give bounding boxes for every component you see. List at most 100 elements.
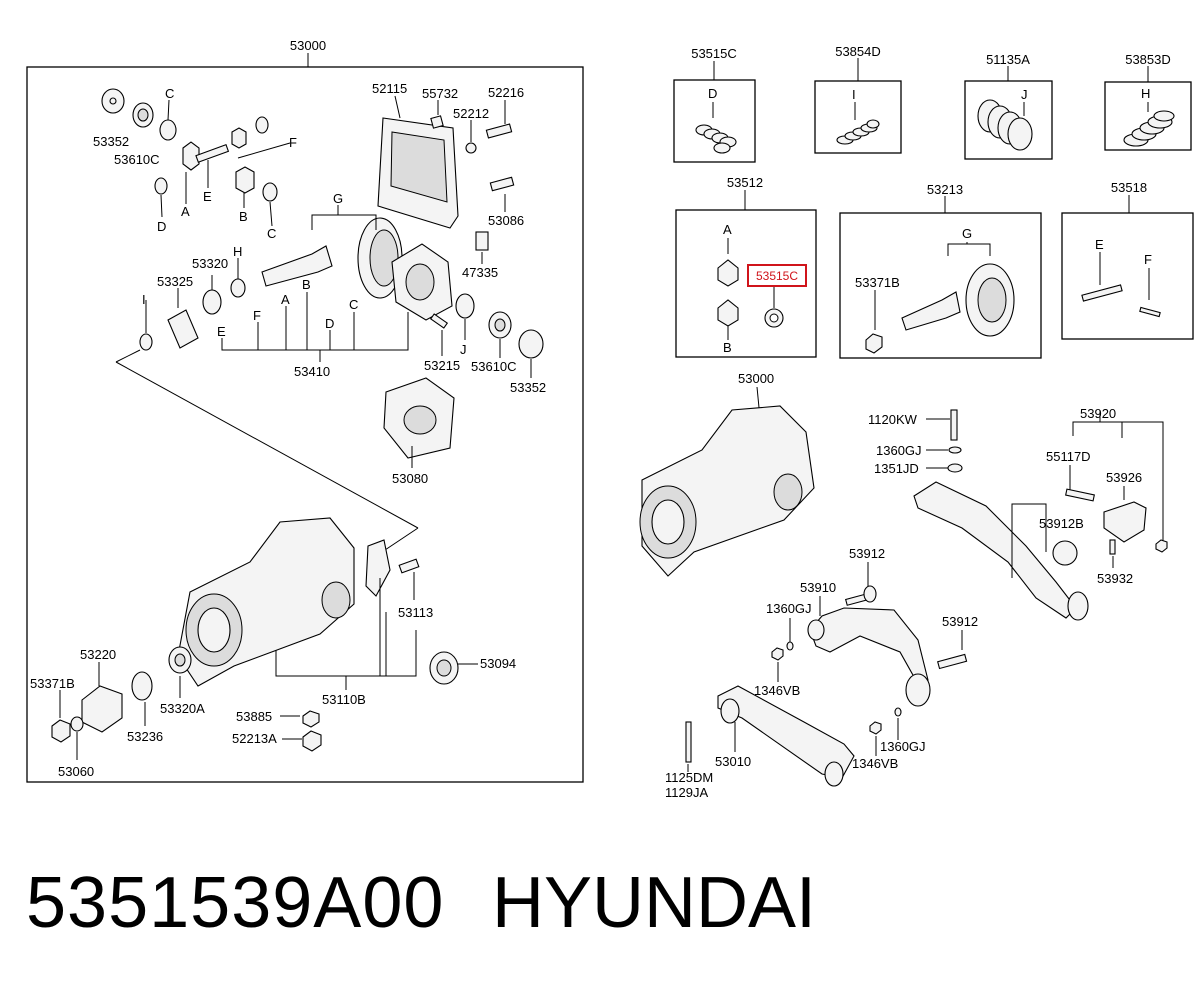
kit-title-53213[interactable]: 53213 [927, 182, 963, 197]
bushing-end[interactable] [1067, 591, 1089, 621]
washer-1360GJ-a[interactable] [948, 446, 962, 454]
label-53912B[interactable]: 53912B [1039, 516, 1084, 531]
washer-1351JD[interactable] [947, 463, 963, 473]
washer-1360GJ-c[interactable] [894, 707, 902, 717]
label-53010[interactable]: 53010 [715, 754, 751, 769]
gear-b-top[interactable] [231, 127, 247, 149]
washer-h[interactable] [230, 278, 246, 298]
bushing-arm[interactable] [905, 673, 931, 707]
label-rl-53000[interactable]: 53000 [738, 371, 774, 386]
washer-1360GJ-b[interactable] [786, 641, 794, 651]
label-52212[interactable]: 52212 [453, 106, 489, 121]
label-53320[interactable]: 53320 [192, 256, 228, 271]
gear-b[interactable] [235, 166, 255, 194]
bolt-1125DM[interactable] [685, 721, 692, 763]
label-53110B[interactable]: 53110B [322, 692, 366, 707]
label-53912-b[interactable]: 53912 [942, 614, 978, 629]
nut-1346VB-b[interactable] [869, 721, 882, 735]
label-53920[interactable]: 53920 [1080, 406, 1116, 421]
label-55117D[interactable]: 55117D [1046, 449, 1091, 464]
label-53610C-b[interactable]: 53610C [471, 359, 517, 374]
washer-53060[interactable] [70, 716, 84, 732]
pin-f-kit[interactable] [1139, 306, 1161, 318]
pinion-kit[interactable] [901, 291, 961, 331]
label-47335[interactable]: 47335 [462, 265, 498, 280]
label-53885[interactable]: 53885 [236, 709, 272, 724]
bearing-53320[interactable] [202, 289, 222, 315]
label-53086[interactable]: 53086 [488, 213, 524, 228]
label-1120KW[interactable]: 1120KW [868, 412, 918, 427]
label-53371B[interactable]: 53371B [30, 676, 75, 691]
side-gear-a[interactable] [717, 259, 739, 287]
kit-title-53518[interactable]: 53518 [1111, 180, 1147, 195]
vent-47335[interactable] [475, 231, 489, 251]
flange-53220[interactable] [81, 685, 123, 733]
washer-c-a[interactable] [159, 119, 177, 141]
side-gear-b[interactable] [717, 299, 739, 327]
label-1125DM[interactable]: 1125DM [665, 770, 713, 785]
label-53932[interactable]: 53932 [1097, 571, 1133, 586]
label-53220[interactable]: 53220 [80, 647, 116, 662]
washer-j[interactable] [455, 293, 475, 319]
label-53236[interactable]: 53236 [127, 729, 163, 744]
shaft-e[interactable] [195, 144, 230, 163]
drive-pinion[interactable] [261, 245, 333, 287]
label-53320A[interactable]: 53320A [160, 701, 205, 716]
washer-d[interactable] [154, 177, 168, 195]
kit-part-53371B[interactable]: 53371B [855, 275, 900, 290]
label-52216[interactable]: 52216 [488, 85, 524, 100]
bolt-53215[interactable] [429, 313, 449, 329]
kit-title-53853D[interactable]: 53853D [1125, 52, 1171, 67]
bolt-52216[interactable] [485, 123, 513, 139]
trailing-arm-53920[interactable] [913, 481, 1077, 619]
washer-53352-b[interactable] [518, 329, 544, 359]
kit-title-53854D[interactable]: 53854D [835, 44, 881, 59]
nut-53371B[interactable] [51, 719, 71, 743]
label-53912-a[interactable]: 53912 [849, 546, 885, 561]
bolt-53113[interactable] [398, 558, 420, 574]
label-55732[interactable]: 55732 [422, 86, 458, 101]
label-53610C-a[interactable]: 53610C [114, 152, 160, 167]
highlight-box[interactable] [747, 264, 807, 287]
gear-a[interactable] [182, 141, 200, 171]
label-1346VB-a[interactable]: 1346VB [754, 683, 800, 698]
label-53325[interactable]: 53325 [157, 274, 193, 289]
shaft-e-kit[interactable] [1081, 284, 1123, 302]
bushing-53912B[interactable] [1052, 540, 1078, 566]
pin-55732[interactable] [430, 115, 444, 129]
shim-i[interactable] [139, 333, 153, 351]
label-53410[interactable]: 53410 [294, 364, 330, 379]
washer-top[interactable] [255, 116, 269, 134]
nut-52213A[interactable] [302, 730, 322, 752]
washer-c-b[interactable] [262, 182, 278, 202]
label-53215[interactable]: 53215 [424, 358, 460, 373]
bracket-53926[interactable] [1103, 501, 1147, 543]
label-53926[interactable]: 53926 [1106, 470, 1142, 485]
label-1360GJ-a[interactable]: 1360GJ [876, 443, 922, 458]
label-53113[interactable]: 53113 [398, 605, 433, 620]
label-53080[interactable]: 53080 [392, 471, 428, 486]
arm-53910[interactable] [809, 607, 929, 685]
nut-53885[interactable] [302, 710, 320, 728]
kit-title-53512[interactable]: 53512 [727, 175, 763, 190]
nut-1346VB-a[interactable] [771, 647, 784, 661]
nut-53371B-kit[interactable] [865, 333, 883, 354]
bushing-53912-a[interactable] [863, 585, 877, 603]
label-1346VB-b[interactable]: 1346VB [852, 756, 898, 771]
label-52213A[interactable]: 52213A [232, 731, 277, 746]
label-1129JA[interactable]: 1129JA [665, 785, 708, 800]
kit-title-51135A[interactable]: 51135A [986, 52, 1030, 67]
label-1360GJ-b[interactable]: 1360GJ [766, 601, 812, 616]
label-1351JD[interactable]: 1351JD [874, 461, 919, 476]
main-assembly-title[interactable]: 53000 [290, 38, 326, 53]
label-53352-a[interactable]: 53352 [93, 134, 129, 149]
label-53060[interactable]: 53060 [58, 764, 94, 779]
label-53910[interactable]: 53910 [800, 580, 836, 595]
kit-title-53515C[interactable]: 53515C [691, 46, 737, 61]
label-53094[interactable]: 53094 [480, 656, 516, 671]
bolt-53912-b[interactable] [937, 653, 968, 670]
label-53352-b[interactable]: 53352 [510, 380, 546, 395]
seal-53236[interactable] [131, 671, 153, 701]
label-1360GJ-c[interactable]: 1360GJ [880, 739, 926, 754]
washer-52212[interactable] [465, 142, 477, 154]
